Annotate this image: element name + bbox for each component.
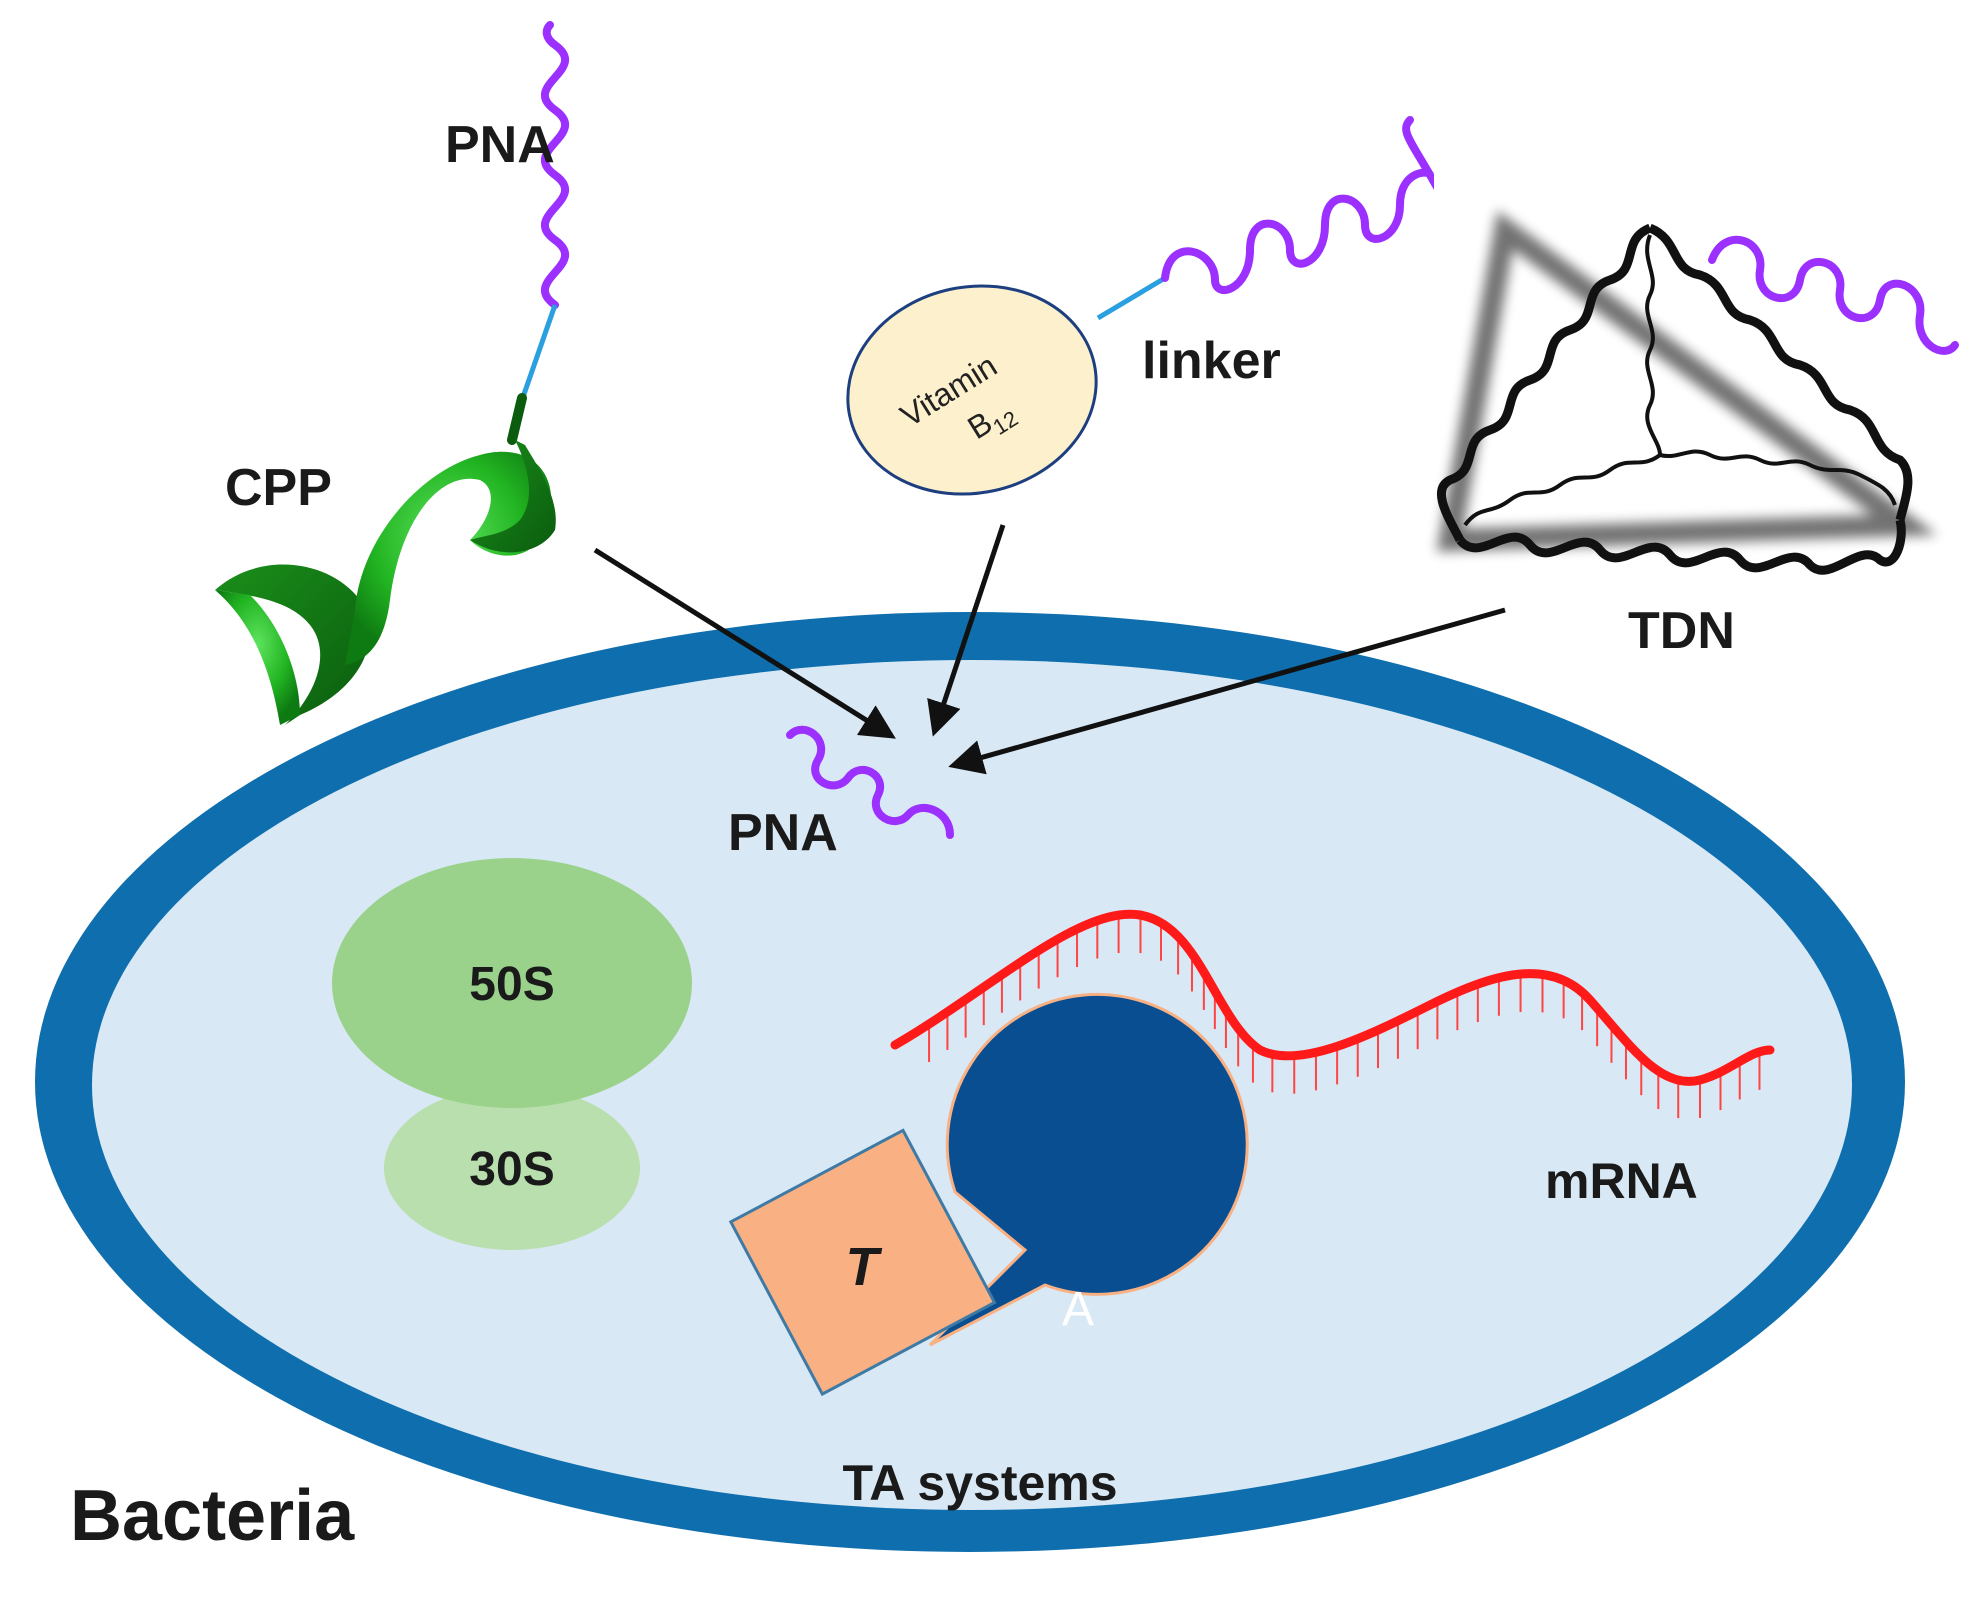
pna-strand-vitamin: [1161, 116, 1435, 294]
label-pna-top: PNA: [445, 116, 555, 174]
linker-vitamin: [1096, 275, 1167, 321]
vitamin-b12-conjugate: [846, 116, 1435, 496]
label-ta-systems: TA systems: [842, 1455, 1117, 1511]
mrna: [890, 909, 1775, 1119]
tdn-tetrahedron: [1436, 210, 1959, 575]
label-pna-inner: PNA: [728, 804, 838, 862]
label-30s: 30S: [469, 1143, 554, 1196]
label-toxin: T: [846, 1237, 883, 1297]
arrow-tdn: [948, 607, 1506, 775]
tdn-edge-inner-vertical: [1645, 234, 1662, 456]
delivery-arrows: [593, 524, 1506, 775]
antitoxin-shape: [928, 992, 1249, 1347]
ribosome-30s: [384, 1086, 640, 1250]
cpp-helix-tail: [470, 440, 556, 553]
cpp-helix-back: [215, 564, 370, 725]
tdn-edge-right: [1648, 223, 1913, 522]
label-antitoxin: A: [1062, 1283, 1094, 1336]
label-linker: linker: [1142, 332, 1281, 390]
ta-system: [728, 992, 1249, 1397]
cpp-helix-front2: [345, 451, 552, 665]
tdn-edge-inner-right: [1659, 449, 1897, 506]
linker-cpp-base: [507, 393, 527, 445]
label-bacteria: Bacteria: [70, 1476, 355, 1556]
linker-cpp: [519, 304, 558, 401]
tdn-edge-left: [1436, 223, 1653, 543]
arrow-vitamin: [927, 524, 1006, 737]
label-mrna: mRNA: [1545, 1153, 1698, 1209]
label-tdn: TDN: [1628, 602, 1735, 660]
pna-strand-inner: [786, 725, 954, 839]
tdn-edge-bottom: [1456, 518, 1906, 575]
ribosome-50s: [332, 858, 692, 1108]
cpp-helix: [215, 440, 556, 725]
label-50s: 50S: [469, 958, 554, 1011]
toxin-shape: [728, 1128, 997, 1397]
vitamin-b12: [846, 284, 1098, 496]
mrna-backbone: [890, 909, 1775, 1086]
arrow-cpp: [593, 547, 896, 739]
tdn-edge-inner-left: [1463, 453, 1662, 527]
pna-strand-top: [540, 21, 570, 309]
pna-cpp-conjugate: [507, 21, 570, 445]
cpp-helix-front1: [215, 590, 300, 725]
ribosome: [332, 858, 692, 1250]
pna-strand-tdn: [1708, 235, 1959, 355]
label-cpp: CPP: [225, 459, 332, 517]
